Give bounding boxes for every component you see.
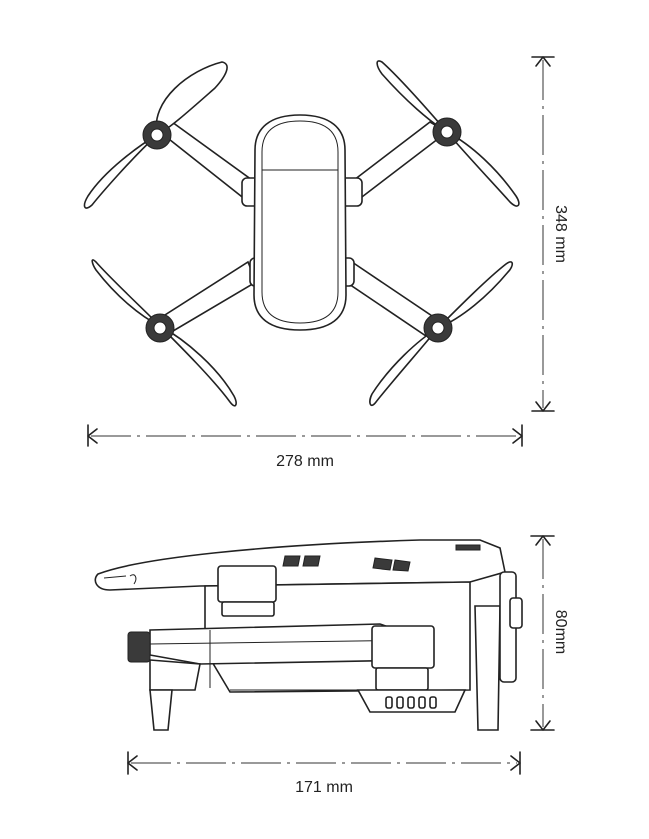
propeller-front-right bbox=[376, 60, 520, 207]
motor-rear-left bbox=[145, 313, 175, 343]
side-length-label: 171 mm bbox=[295, 779, 353, 796]
top-width-label: 278 mm bbox=[276, 453, 334, 470]
top-vents bbox=[282, 544, 481, 572]
dimension-top-length: 348 mm bbox=[531, 56, 569, 412]
propeller-rear-left bbox=[91, 259, 237, 407]
motor-front-right bbox=[432, 117, 462, 147]
propeller-rear-right bbox=[369, 261, 514, 407]
motor-front-left bbox=[142, 120, 172, 150]
propeller-front-left bbox=[83, 61, 228, 209]
drone-top-view bbox=[83, 60, 520, 407]
top-length-label: 348 mm bbox=[552, 205, 569, 263]
dimension-side-length: 171 mm bbox=[127, 751, 521, 796]
dimension-top-width: 278 mm bbox=[87, 424, 523, 470]
bottom-sensors bbox=[356, 689, 467, 713]
motor-rear-right bbox=[423, 313, 453, 343]
dimension-side-height: 80mm bbox=[530, 535, 569, 731]
side-height-label: 80mm bbox=[552, 610, 569, 654]
drone-side-view bbox=[94, 539, 523, 731]
drone-fuselage bbox=[253, 114, 347, 331]
